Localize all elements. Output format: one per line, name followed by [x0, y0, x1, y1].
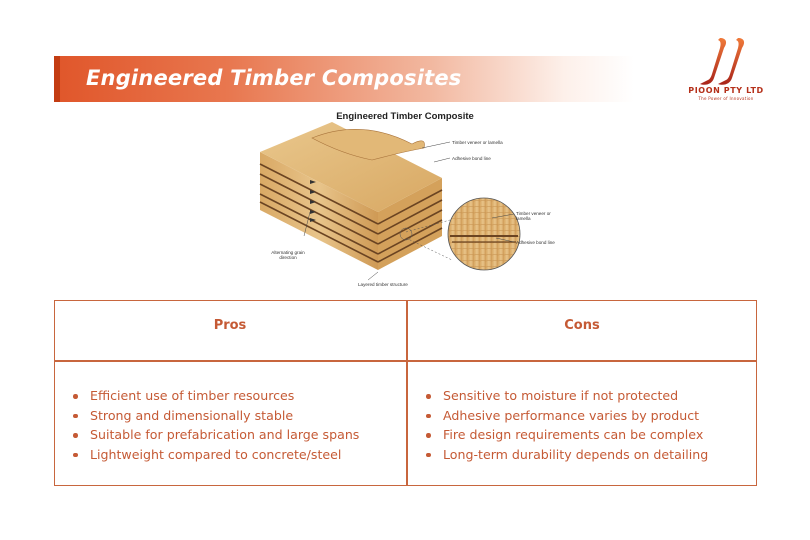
callout-bond-detail: Adhesive bond line — [516, 240, 555, 245]
list-item: Fire design requirements can be complex — [423, 425, 708, 445]
block-top-face — [260, 122, 442, 212]
timber-composite-diagram — [259, 122, 521, 281]
list-item: Efficient use of timber resources — [70, 386, 359, 406]
table-column-divider — [406, 300, 408, 486]
cons-list: Sensitive to moisture if not protected A… — [423, 386, 708, 464]
pros-cons-table — [54, 300, 757, 486]
callout-veneer-detail: Timber veneer or lamella — [516, 211, 551, 222]
company-logo-icon — [700, 38, 745, 85]
logo-company-name: PIOON PTY LTD — [688, 86, 764, 95]
peeling-veneer — [311, 129, 425, 161]
list-item: Suitable for prefabrication and large sp… — [70, 425, 359, 445]
list-item: Sensitive to moisture if not protected — [423, 386, 708, 406]
pros-list: Efficient use of timber resources Strong… — [70, 386, 359, 464]
slide-title: Engineered Timber Composites — [86, 66, 462, 90]
table-header-divider — [54, 360, 757, 362]
list-item: Strong and dimensionally stable — [70, 406, 359, 426]
block-left-face — [259, 152, 379, 270]
figure-title: Engineered Timber Composite — [336, 111, 474, 122]
title-bar — [54, 56, 634, 102]
callout-grain-direction: Alternating grain direction — [271, 250, 305, 261]
list-item: Adhesive performance varies by product — [423, 406, 708, 426]
pros-heading: Pros — [213, 318, 247, 333]
title-accent-stripe — [54, 56, 60, 102]
callout-veneer-top: Timber veneer or lamella — [452, 140, 503, 145]
list-item: Lightweight compared to concrete/steel — [70, 445, 359, 465]
cons-heading: Cons — [564, 318, 600, 333]
list-item: Long-term durability depends on detailin… — [423, 445, 708, 465]
logo-tagline: The Power of Innovation — [698, 96, 754, 101]
callout-layered-structure: Layered timber structure — [358, 282, 408, 287]
block-right-face — [377, 178, 443, 270]
callout-bond-top: Adhesive bond line — [452, 156, 491, 161]
